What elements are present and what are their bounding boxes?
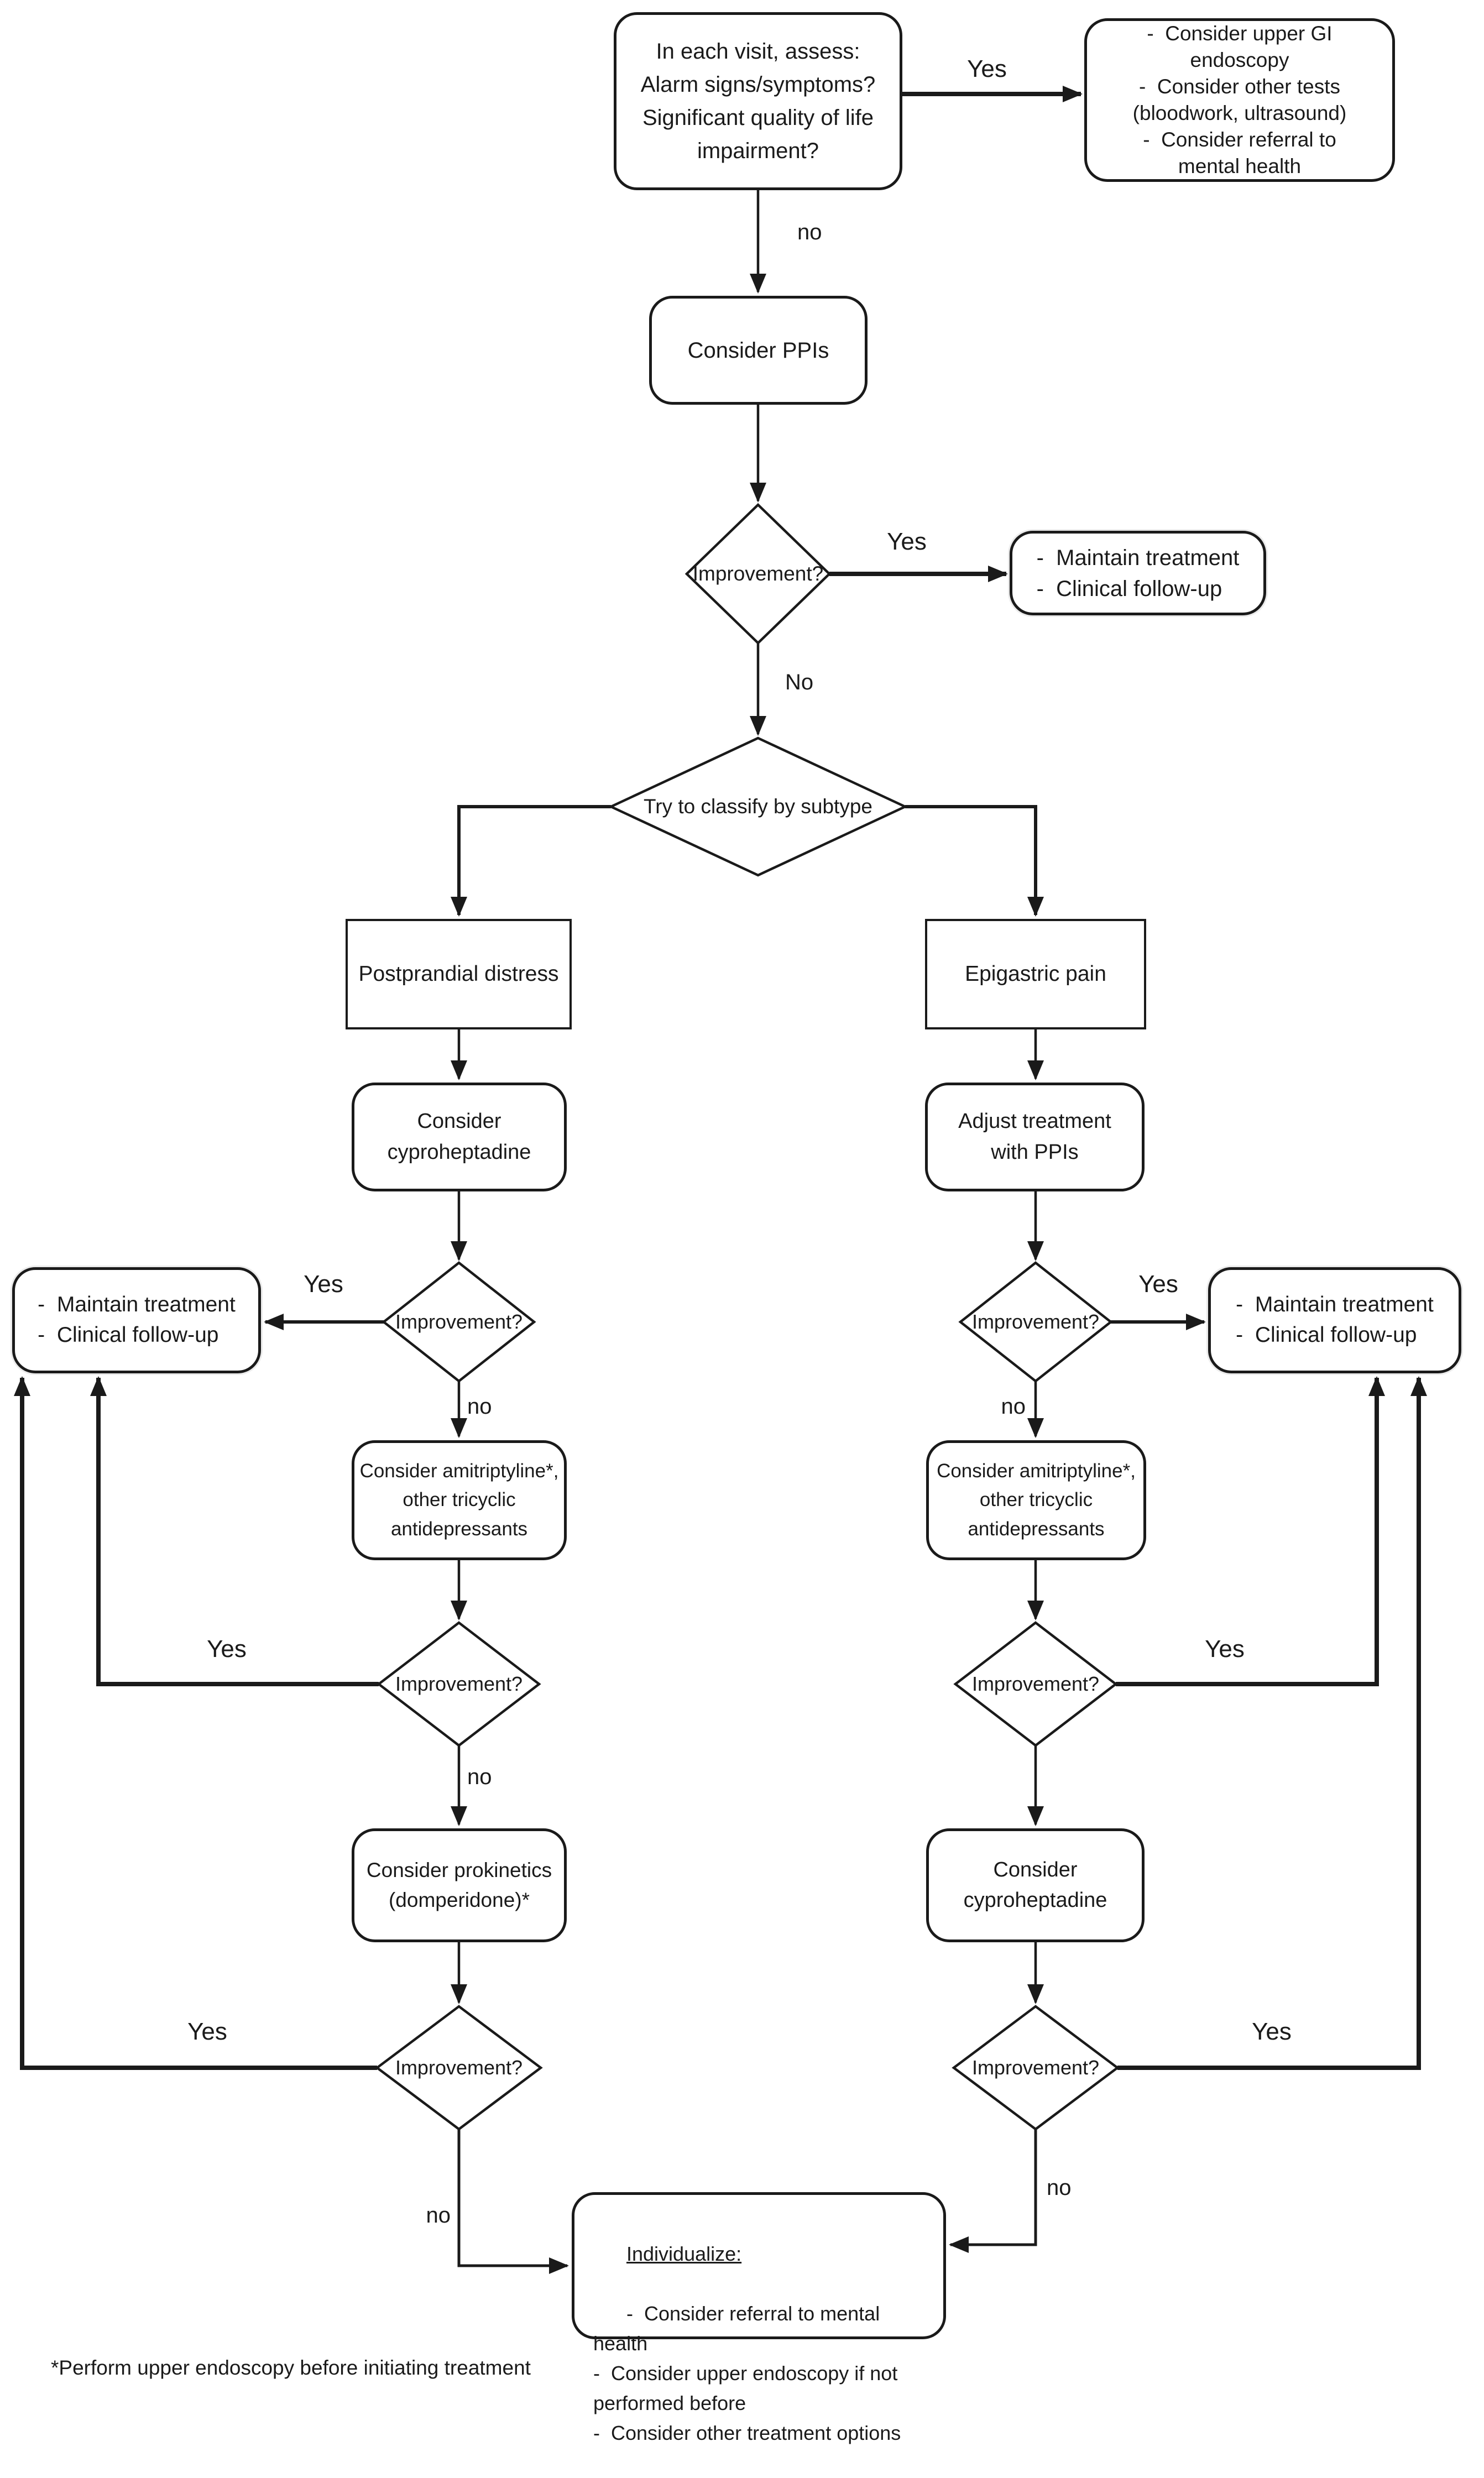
edge-label-no-1: No <box>785 670 814 694</box>
epigastric-text: Epigastric pain <box>965 961 1106 986</box>
edge-label-yes-left-2: Yes <box>304 1271 343 1298</box>
node-consider-ppis-box: Consider PPIs <box>649 296 868 405</box>
improvement-right-3-label: Improvement? <box>971 1672 1100 1695</box>
improvement-left-3-label: Improvement? <box>395 1672 523 1695</box>
connector-classify-epigastric <box>905 805 1044 917</box>
node-workup-box: - Consider upper GI endoscopy - Consider… <box>1084 18 1395 182</box>
connector-improvementR3-yes-maintainR <box>1116 1376 1385 1686</box>
improvement-right-2-label: Improvement? <box>971 1310 1100 1333</box>
prokinetics-text: Consider prokinetics (domperidone)* <box>366 1859 552 1911</box>
improvement-left-4-label: Improvement? <box>395 2056 523 2079</box>
node-cyproheptadine-left-box: Consider cyproheptadine <box>352 1083 567 1191</box>
improvement-left-4-diamond <box>375 2005 543 2131</box>
connector-improvementR4-no-individualize <box>949 2129 1037 2253</box>
edge-label-yes-left-4: Yes <box>187 2018 227 2045</box>
node-adjust-ppis-box: Adjust treatment with PPIs <box>925 1083 1145 1191</box>
improvement-1-label: Improvement? <box>692 562 824 585</box>
improvement-right-2-diamond <box>958 1261 1113 1383</box>
improvement-right-4-diamond <box>952 2005 1120 2131</box>
edge-label-yes-left-3: Yes <box>207 1635 247 1663</box>
maintain-1-text: - Maintain treatment - Clinical follow-u… <box>1036 545 1240 601</box>
node-assess-box: In each visit, assess: Alarm signs/sympt… <box>614 12 902 190</box>
connector-classify-postprandial <box>451 805 611 917</box>
node-amitriptyline-right-box: Consider amitriptyline*, other tricyclic… <box>926 1440 1146 1560</box>
node-prokinetics-box: Consider prokinetics (domperidone)* <box>352 1828 567 1942</box>
assess-text: In each visit, assess: Alarm signs/sympt… <box>640 39 876 163</box>
connector-improvementL4-yes-maintainL <box>14 1376 377 2070</box>
connector-improvementR4-yes-maintainR <box>1117 1376 1427 2070</box>
connector-layer <box>14 86 1427 2274</box>
adjust-ppis-text: Adjust treatment with PPIs <box>958 1110 1111 1164</box>
cyproheptadine-left-text: Consider cyproheptadine <box>387 1110 531 1164</box>
improvement-left-2-label: Improvement? <box>395 1310 523 1333</box>
classify-diamond <box>608 736 908 877</box>
edge-label-yes-1: Yes <box>887 528 927 555</box>
edge-label-yes-right-2: Yes <box>1138 1271 1178 1298</box>
postprandial-text: Postprandial distress <box>358 961 559 986</box>
node-cyproheptadine-right-box: Consider cyproheptadine <box>926 1828 1145 1942</box>
improvement-right-4-label: Improvement? <box>971 2056 1100 2079</box>
flowchart-canvas: In each visit, assess: Alarm signs/sympt… <box>12 12 1461 2444</box>
individualize-title: Individualize: <box>626 2242 742 2265</box>
individualize-items: - Consider referral to mental health - C… <box>593 2302 901 2444</box>
edge-label-yes-right-3: Yes <box>1205 1635 1245 1663</box>
node-amitriptyline-left-box: Consider amitriptyline*, other tricyclic… <box>352 1440 567 1560</box>
consider-ppis-text: Consider PPIs <box>687 338 829 363</box>
edge-label-no-right-2: no <box>1001 1394 1026 1419</box>
workup-text: - Consider upper GI endoscopy - Consider… <box>1132 22 1347 178</box>
improvement-1-diamond <box>684 503 832 645</box>
edge-label-no-top: no <box>797 220 822 244</box>
maintain-left-text: - Maintain treatment - Clinical follow-u… <box>38 1293 236 1347</box>
node-maintain-left-box: - Maintain treatment - Clinical follow-u… <box>12 1267 261 1373</box>
maintain-right-text: - Maintain treatment - Clinical follow-u… <box>1236 1293 1434 1347</box>
amitriptyline-left-text: Consider amitriptyline*, other tricyclic… <box>359 1460 559 1540</box>
node-individualize-box: Individualize: - Consider referral to me… <box>572 2192 946 2444</box>
edge-label-no-left-4: no <box>426 2203 451 2228</box>
classify-label: Try to classify by subtype <box>644 795 872 818</box>
node-maintain-right-box: - Maintain treatment - Clinical follow-u… <box>1208 1267 1461 1373</box>
edge-label-yes-top: Yes <box>967 55 1007 82</box>
footnote-text: *Perform upper endoscopy before initiati… <box>51 2356 531 2379</box>
edge-label-no-left-2: no <box>467 1394 492 1419</box>
improvement-left-3-diamond <box>377 1621 541 1747</box>
amitriptyline-right-text: Consider amitriptyline*, other tricyclic… <box>937 1460 1136 1540</box>
connector-improvementL3-yes-maintainL <box>90 1376 379 1686</box>
edge-label-yes-right-4: Yes <box>1252 2018 1292 2045</box>
improvement-left-2-diamond <box>382 1261 536 1383</box>
improvement-right-3-diamond <box>953 1621 1118 1747</box>
node-maintain-1-box: - Maintain treatment - Clinical follow-u… <box>1010 531 1266 615</box>
node-epigastric-box: Epigastric pain <box>925 919 1146 1029</box>
edge-label-no-left-3: no <box>467 1765 492 1789</box>
connector-improvementL4-no-individualize <box>457 2129 569 2274</box>
node-postprandial-box: Postprandial distress <box>346 919 572 1029</box>
edge-label-no-right-4: no <box>1047 2176 1072 2200</box>
cyproheptadine-right-text: Consider cyproheptadine <box>963 1858 1107 1912</box>
